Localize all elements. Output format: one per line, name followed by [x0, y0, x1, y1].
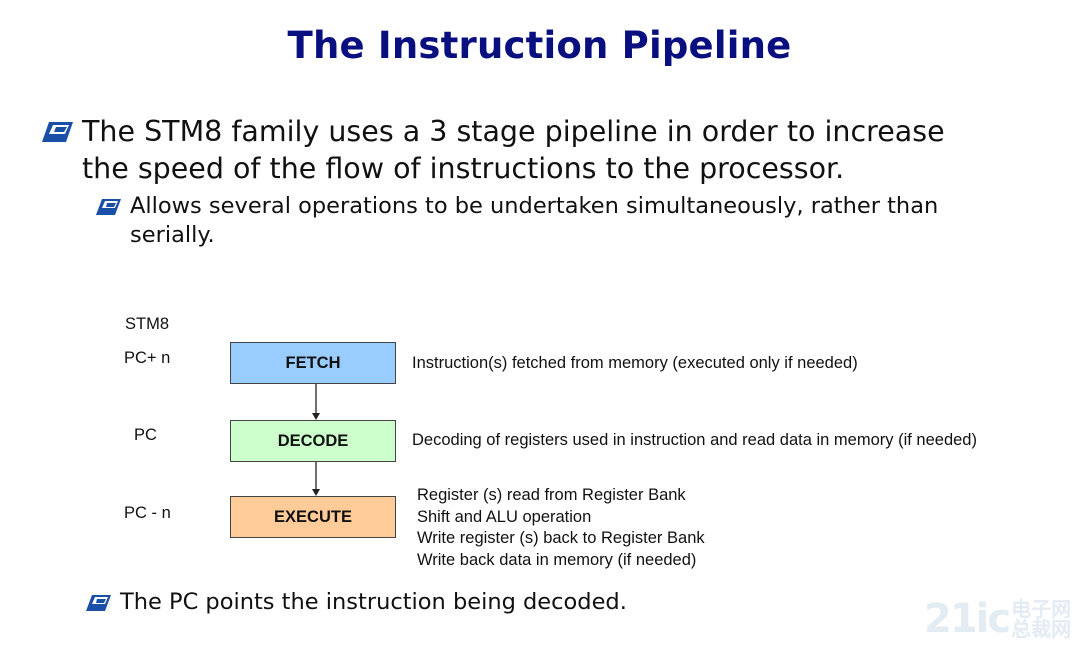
bullet-icon	[86, 595, 111, 611]
stage-box-fetch: FETCH	[230, 342, 396, 384]
main-bullet-line-2: the speed of the flow of instructions to…	[82, 152, 845, 185]
execute-description-line: Write register (s) back to Register Bank	[417, 529, 705, 548]
slide-title: The Instruction Pipeline	[287, 24, 792, 67]
stage-name-fetch: FETCH	[285, 353, 341, 372]
execute-description-line: Register (s) read from Register Bank	[417, 486, 686, 504]
diagram-header: STM8	[125, 315, 170, 333]
pc-label-decode: PC	[134, 426, 157, 444]
pc-label-fetch: PC+ n	[124, 349, 171, 367]
footer-bullet-text: The PC points the instruction being deco…	[120, 589, 627, 615]
main-bullet-line-1: The STM8 family uses a 3 stage pipeline …	[82, 115, 945, 148]
watermark-number: 21ic	[924, 596, 1011, 642]
bullet-icon	[96, 199, 121, 215]
stage-name-decode: DECODE	[277, 431, 349, 450]
stage-name-execute: EXECUTE	[274, 507, 352, 526]
stage-box-execute: EXECUTE	[230, 496, 396, 538]
execute-description-line: Write back data in memory (if needed)	[417, 551, 697, 570]
main-bullet-text: The STM8 family uses a 3 stage pipeline …	[82, 113, 945, 187]
stage-description-execute: Register (s) read from Register Bank Shi…	[417, 485, 705, 572]
stage-description-fetch: Instruction(s) fetched from memory (exec…	[412, 354, 858, 372]
stage-description-decode: Decoding of registers used in instructio…	[412, 431, 977, 449]
arrow-fetch-to-decode	[312, 384, 320, 420]
execute-description-line: Shift and ALU operation	[417, 507, 592, 526]
watermark-line-2: 总裁网	[1011, 617, 1072, 641]
arrow-decode-to-execute	[312, 462, 320, 496]
pc-label-execute: PC - n	[124, 504, 171, 522]
sub-bullet-text: Allows several operations to be undertak…	[130, 192, 938, 250]
watermark-line-1: 电子网	[1011, 597, 1072, 621]
stage-box-decode: DECODE	[230, 420, 396, 462]
bullet-icon	[42, 122, 73, 142]
site-watermark: 21ic 电子网 总裁网	[924, 596, 1071, 642]
sub-bullet-line-2: serially.	[130, 222, 215, 248]
sub-bullet-line-1: Allows several operations to be undertak…	[130, 193, 939, 219]
watermark-text: 电子网 总裁网	[1011, 599, 1071, 639]
